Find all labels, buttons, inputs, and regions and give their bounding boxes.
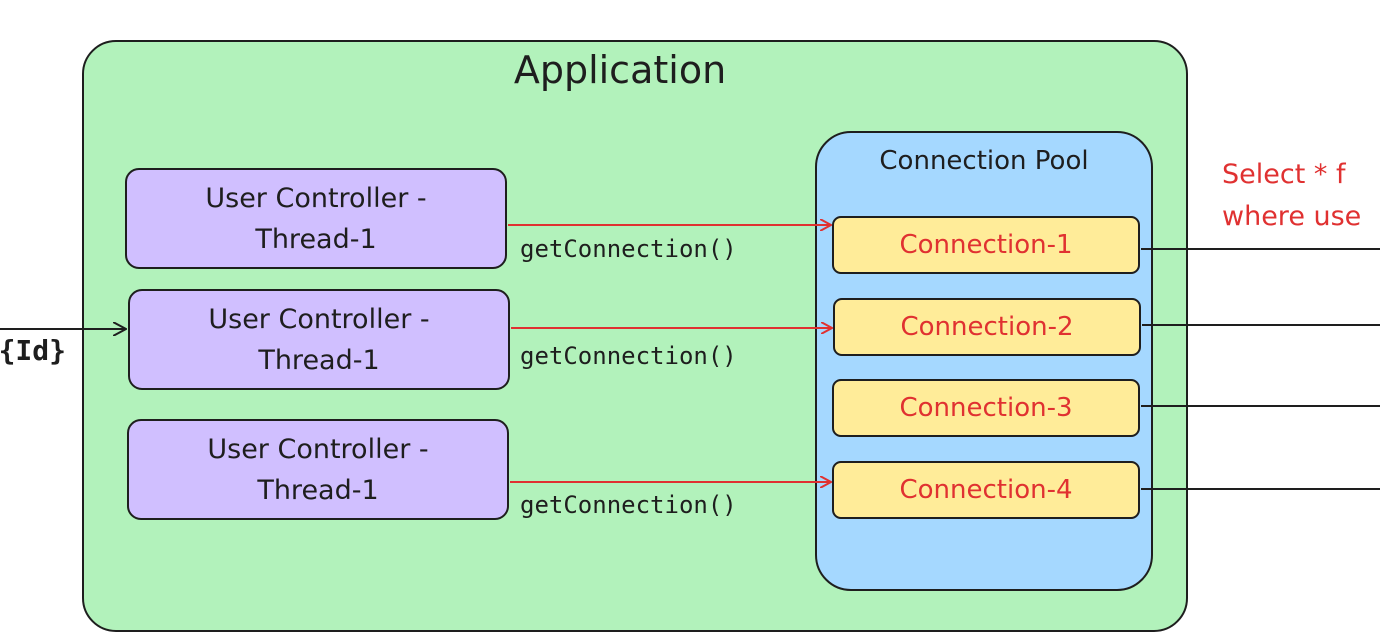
- controller-label-line1: User Controller -: [207, 433, 429, 465]
- incoming-request-text: {Id}: [0, 334, 66, 367]
- controller-label-line2: Thread-1: [258, 344, 380, 376]
- connection-node-1: Connection-1: [832, 216, 1140, 274]
- sql-query-text: Select * f where use: [1222, 154, 1361, 238]
- user-controller-node-1: User Controller - Thread-1: [125, 168, 507, 269]
- connection-node-2: Connection-2: [833, 298, 1141, 356]
- application-title: Application: [513, 48, 727, 92]
- connection-node-3: Connection-3: [832, 379, 1140, 437]
- sql-query-line1: Select * f: [1222, 159, 1346, 190]
- controller-label-line2: Thread-1: [257, 474, 379, 506]
- user-controller-node-2: User Controller - Thread-1: [128, 289, 510, 390]
- controller-label-line1: User Controller -: [205, 182, 427, 214]
- edge-label-get-connection-2: getConnection(): [520, 342, 737, 370]
- controller-label-line1: User Controller -: [208, 303, 430, 335]
- connection-pool-title: Connection Pool: [879, 146, 1089, 176]
- connection-node-4: Connection-4: [832, 461, 1140, 519]
- user-controller-node-3: User Controller - Thread-1: [127, 419, 509, 520]
- edge-label-get-connection-3: getConnection(): [520, 491, 737, 519]
- edge-label-get-connection-1: getConnection(): [520, 235, 737, 263]
- sql-query-line2: where use: [1222, 201, 1362, 232]
- controller-label-line2: Thread-1: [255, 223, 377, 255]
- incoming-request-label: {Id}: [0, 334, 66, 367]
